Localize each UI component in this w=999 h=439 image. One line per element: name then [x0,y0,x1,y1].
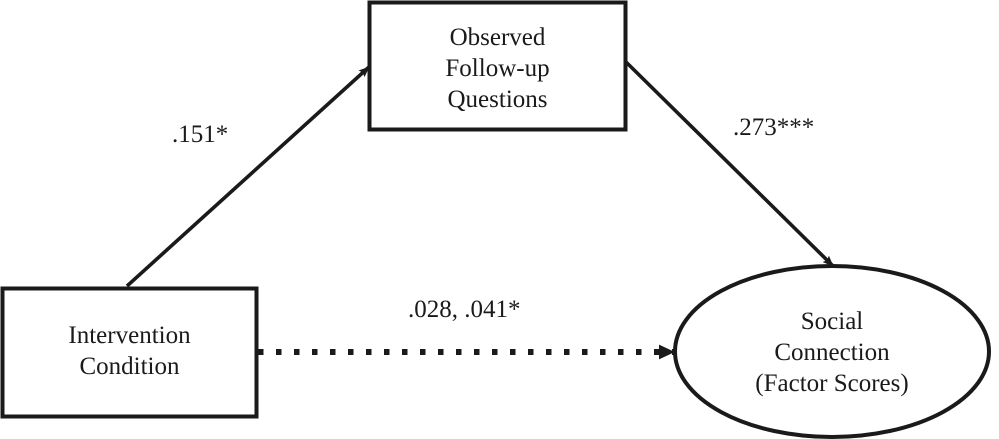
path-arrow-a [125,65,371,288]
node-observed-follow-up-questions [367,0,628,132]
path-coefficient-c: .028, .041* [408,296,521,323]
path-coefficient-a: .151* [172,121,229,148]
node-intervention-condition [0,286,259,419]
node-social-connection [673,264,991,439]
path-arrow-b [624,60,835,268]
path-coefficient-b: .273*** [733,114,815,141]
